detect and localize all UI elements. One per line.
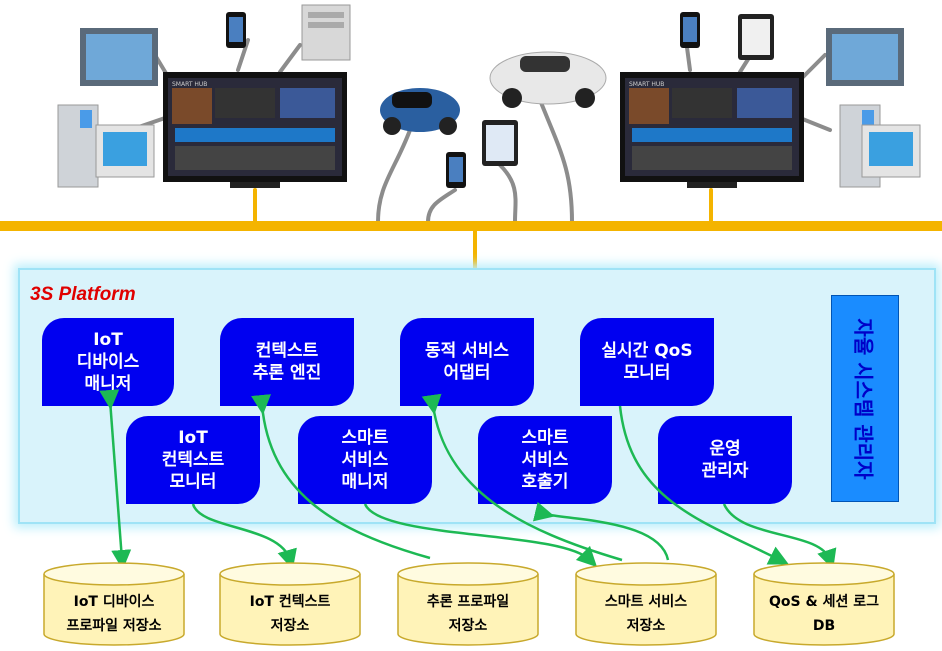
storage-label: 추론 프로파일 저장소 [426,594,510,634]
platform-title: 3S Platform [30,284,136,305]
module-dynamic-adapter: 동적 서비스 어댑터 [400,318,534,406]
storage-label: IoT 컨텍스트 저장소 [249,594,331,634]
center-tablet [482,120,518,166]
storage-iot-device-profile: IoT 디바이스 프로파일 저장소 [42,562,186,648]
module-context-engine: 컨텍스트 추론 엔진 [220,318,354,406]
network-bus [0,221,942,231]
device-scene: SMART HUB SMART HUB [57,4,921,227]
right-tablet [738,14,774,60]
storage-inference-profile: 추론 프로파일 저장소 [396,562,540,648]
data-links [99,389,837,570]
link-lines [99,389,837,570]
storage-iot-context: IoT 컨텍스트 저장소 [218,562,362,648]
left-fridge [57,104,99,188]
module-iot-context-monitor: IoT 컨텍스트 모니터 [126,416,260,504]
right-touch-kiosk [861,124,921,178]
right-tv-label: SMART HUB [629,81,664,88]
server [301,4,351,61]
module-smart-service-caller: 스마트 서비스 호출기 [478,416,612,504]
left-touch-kiosk [95,124,155,178]
center-phone [446,152,466,188]
left-phone [226,12,246,48]
smart-car [380,88,460,135]
right-kiosk [826,28,904,86]
storage-label: QoS & 세션 로그 DB [769,594,879,634]
storage-qos-session-log: QoS & 세션 로그 DB [752,562,896,648]
module-ops-manager: 운영 관리자 [658,416,792,504]
storage-label: IoT 디바이스 프로파일 저장소 [66,594,162,634]
right-phone [680,12,700,48]
module-qos-monitor: 실시간 QoS 모니터 [580,318,714,406]
module-autonomous-system-manager: 자율 시스템 관리자 [831,295,899,502]
storage-label: 스마트 서비스 저장소 [604,594,688,634]
electric-car [489,51,607,108]
bus-connector [473,231,477,271]
left-kiosk [80,28,158,86]
right-tv: SMART HUB [620,72,804,188]
storage-smart-service: 스마트 서비스 저장소 [574,562,718,648]
left-tv: SMART HUB [163,72,347,188]
left-tv-label: SMART HUB [172,81,207,88]
module-smart-service-manager: 스마트 서비스 매니저 [298,416,432,504]
